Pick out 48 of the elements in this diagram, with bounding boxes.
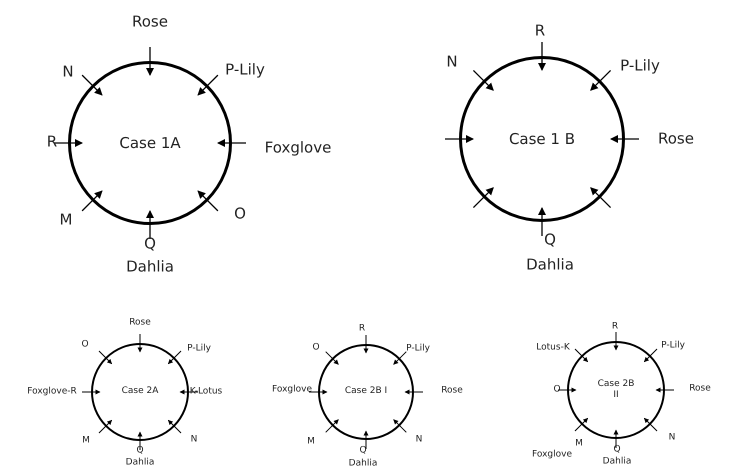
case-title: Case 2B II bbox=[596, 378, 636, 402]
seat-label: P-Lily bbox=[406, 344, 430, 354]
seat-label: Dahlia bbox=[348, 460, 378, 468]
seat-label: O bbox=[81, 340, 89, 350]
seat-label: Rose bbox=[129, 318, 151, 328]
seat-label: Dahlia bbox=[126, 458, 154, 468]
seat-label: P-Lily bbox=[187, 344, 211, 354]
seat-label: R bbox=[358, 324, 366, 334]
seat-label: K-Lotus bbox=[190, 388, 222, 396]
seat-label: Rose bbox=[132, 14, 168, 30]
seat-label: O bbox=[234, 206, 246, 222]
seat-label: Rose bbox=[441, 386, 463, 396]
seat-label: R bbox=[46, 134, 58, 150]
seat-label: Dahlia bbox=[602, 458, 632, 466]
seat-label: N bbox=[62, 64, 74, 80]
seat-label: N bbox=[446, 54, 458, 70]
case-title: Case 2A bbox=[122, 386, 158, 398]
seat-label: Foxglove bbox=[532, 450, 572, 460]
seat-label: P-Lily bbox=[620, 58, 660, 74]
seat-label: Lotus-K bbox=[536, 344, 570, 352]
seat-label: M bbox=[307, 438, 315, 446]
seat-label: R bbox=[612, 322, 618, 332]
seat-label: Q bbox=[136, 446, 144, 456]
seat-label: O bbox=[312, 344, 320, 352]
seat-label: N bbox=[416, 436, 422, 444]
seat-label: Rose bbox=[658, 132, 694, 146]
seat-label: Foxglove bbox=[272, 386, 312, 394]
seat-label: Rose bbox=[689, 384, 711, 394]
seat-label: Q bbox=[359, 446, 367, 456]
seat-label: M bbox=[82, 436, 90, 446]
seat-label: Foxglove bbox=[264, 140, 332, 156]
case-title: Case 1 B bbox=[508, 130, 576, 148]
seat-label: P-Lily bbox=[661, 342, 685, 350]
seat-label: N bbox=[668, 434, 676, 442]
case-title: Case 2B I bbox=[344, 386, 388, 398]
seat-label: R bbox=[534, 24, 546, 38]
case-title: Case 1A bbox=[119, 134, 181, 152]
seat-label: M bbox=[575, 440, 583, 448]
seat-label: Dahlia bbox=[526, 258, 574, 272]
seat-label: M bbox=[60, 212, 72, 228]
seat-label: Foxglove-R bbox=[27, 388, 77, 396]
seat-label: N bbox=[190, 436, 198, 444]
seat-label: P-Lily bbox=[225, 62, 265, 78]
seat-label: O bbox=[553, 386, 561, 394]
seat-label: Q bbox=[544, 232, 556, 248]
seat-label: Q bbox=[144, 236, 156, 252]
seat-label: Dahlia bbox=[126, 260, 174, 274]
seat-label: Q bbox=[613, 446, 621, 454]
